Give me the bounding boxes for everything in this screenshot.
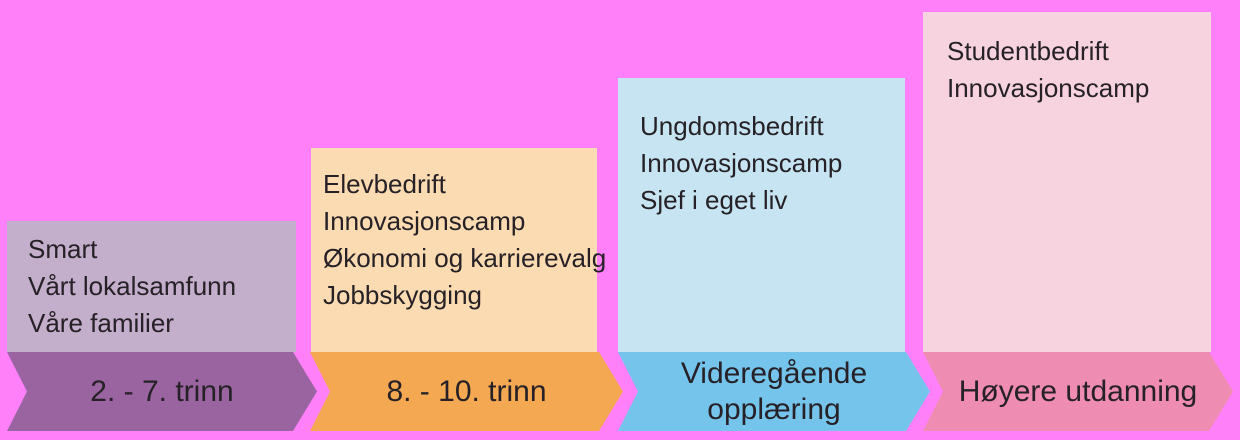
stage-arrow: Høyere utdanning <box>923 352 1233 431</box>
program-item: Innovasjonscamp <box>640 148 843 178</box>
programs-box: Studentbedrift Innovasjonscamp <box>923 12 1211 352</box>
program-item: Sjef i eget liv <box>640 185 788 215</box>
stage-label: 8. - 10. trinn <box>386 374 547 408</box>
stage-label: Høyere utdanning <box>958 374 1198 408</box>
program-item: Våre familier <box>28 308 174 338</box>
programs-box: Elevbedrift Innovasjonscamp Økonomi og k… <box>311 148 607 352</box>
program-item: Innovasjonscamp <box>323 206 526 236</box>
stage-label: Videregående opplæring <box>680 356 868 426</box>
program-item: Økonomi og karrierevalg <box>323 243 607 273</box>
programs-box: Smart Vårt lokalsamfunn Våre familier <box>7 221 296 352</box>
stage-label: 2. - 7. trinn <box>90 374 234 408</box>
program-item: Innovasjonscamp <box>947 73 1150 103</box>
program-item: Smart <box>28 234 98 264</box>
program-item: Jobbskygging <box>323 280 482 310</box>
program-item: Studentbedrift <box>947 36 1109 66</box>
stage-arrow: 2. - 7. trinn <box>7 352 317 431</box>
stage-arrow: 8. - 10. trinn <box>310 352 623 431</box>
stage-arrow: Videregående opplæring <box>618 352 930 431</box>
program-item: Elevbedrift <box>323 169 446 199</box>
programs-box: Ungdomsbedrift Innovasjonscamp Sjef i eg… <box>618 78 905 352</box>
program-item: Vårt lokalsamfunn <box>28 271 237 301</box>
program-item: Ungdomsbedrift <box>640 111 824 141</box>
